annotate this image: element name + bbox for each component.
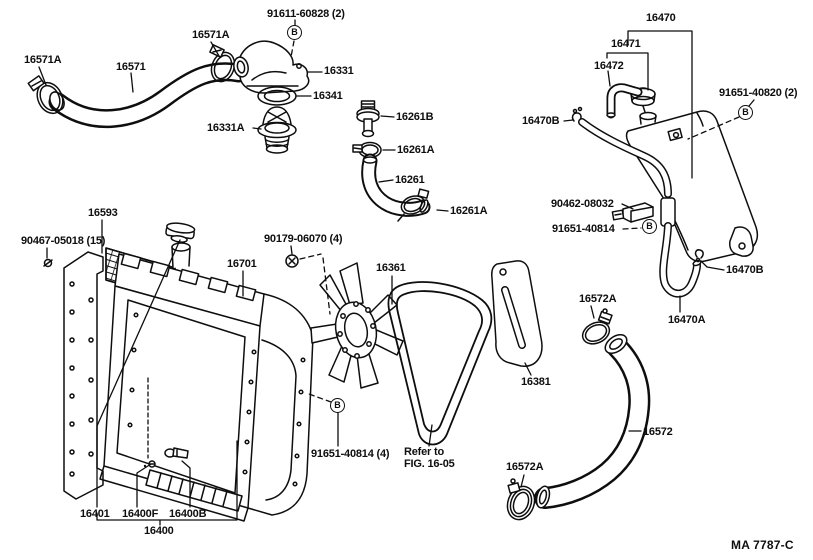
part-label-16470B-left: 16470B (522, 115, 560, 127)
part-label-16571A-left: 16571A (24, 54, 62, 66)
part-label-16572A-lower: 16572A (506, 461, 544, 473)
nut-90179-drawing (285, 254, 299, 268)
part-label-91651-40814: 91651-40814 (552, 223, 615, 235)
radiator-cap-16401-drawing (165, 222, 196, 243)
part-label-refer-note: Refer to FIG. 16-05 (404, 446, 455, 470)
part-label-16261A-upper: 16261A (397, 144, 435, 156)
tank-hose-16472-drawing (606, 83, 643, 119)
part-label-16571A-top: 16571A (192, 29, 230, 41)
part-label-16400F: 16400F (122, 508, 159, 520)
part-label-16381: 16381 (521, 376, 551, 388)
part-label-16472: 16472 (594, 60, 624, 72)
part-label-16261B: 16261B (396, 111, 434, 123)
hose-clip-16470B-right-drawing (694, 249, 704, 263)
part-label-16401: 16401 (80, 508, 110, 520)
hose-clamp-16571A-right-drawing (209, 44, 236, 83)
bypass-fitting-16261B-drawing (356, 100, 380, 138)
leader-lines (38, 19, 755, 526)
part-label-16470A: 16470A (668, 314, 706, 326)
bolt-marker-B-2: B (642, 219, 657, 234)
part-label-16470: 16470 (646, 12, 676, 24)
hose-clamp-16571A-left-drawing (27, 75, 64, 115)
thermostat-16331A-drawing (257, 106, 297, 154)
part-label-90462-08032: 90462-08032 (551, 198, 614, 210)
clip-90467-drawing (43, 258, 53, 268)
part-label-16261: 16261 (395, 174, 425, 186)
upper-hose-16571-drawing (27, 44, 249, 129)
lower-hose-16572-drawing (506, 308, 651, 521)
air-baffle-16593-drawing (63, 251, 104, 500)
part-label-90467-05018: 90467-05018 (15) (21, 235, 106, 247)
part-label-16331A: 16331A (207, 122, 245, 134)
fan-shroud-drawing (99, 293, 314, 522)
water-outlet-16331-drawing (233, 40, 310, 94)
part-label-16361: 16361 (376, 262, 406, 274)
part-label-91611-60828: 91611-60828 (2) (267, 8, 345, 20)
part-label-16400: 16400 (144, 525, 174, 537)
tank-grommet-16470B-left-drawing (571, 106, 583, 122)
part-label-16331: 16331 (324, 65, 354, 77)
dashed-lines (147, 40, 740, 459)
hose-clamp-16572A-upper-drawing (581, 308, 613, 345)
bolt-marker-B-3: B (330, 398, 345, 413)
drive-belt-drawing (387, 281, 493, 446)
bolt-marker-B-1: B (738, 105, 753, 120)
part-label-16572: 16572 (643, 426, 673, 438)
part-label-91651-40820: 91651-40820 (2) (719, 87, 798, 99)
part-label-16341: 16341 (313, 90, 343, 102)
part-label-16572A-upper: 16572A (579, 293, 617, 305)
part-label-16471: 16471 (611, 38, 641, 50)
part-label-16400B: 16400B (169, 508, 207, 520)
part-label-16470B-right: 16470B (726, 264, 764, 276)
bolt-marker-B-0: B (287, 25, 302, 40)
fan-16361-drawing (310, 262, 404, 389)
part-label-90179-06070: 90179-06070 (4) (264, 233, 343, 245)
bracket-16381-drawing (491, 260, 543, 367)
part-label-16701: 16701 (227, 258, 257, 270)
reserve-tank-16470-drawing (625, 110, 759, 263)
part-label-16261A-lower: 16261A (450, 205, 488, 217)
radiator-frame-drawing (103, 285, 261, 509)
part-label-16571: 16571 (116, 61, 146, 73)
bypass-clamp-16261A-lower-drawing (397, 188, 430, 222)
drain-cock-drawing (143, 447, 189, 468)
part-label-16593: 16593 (88, 207, 118, 219)
overflow-hose-16470A-drawing (578, 118, 702, 298)
radiator-top-tank-16701-drawing (114, 242, 265, 327)
figure-code: MA 7787-C (731, 538, 794, 552)
hose-clamp-16572A-lower-drawing (506, 478, 536, 521)
part-label-91651-40814-4: 91651-40814 (4) (311, 448, 390, 460)
